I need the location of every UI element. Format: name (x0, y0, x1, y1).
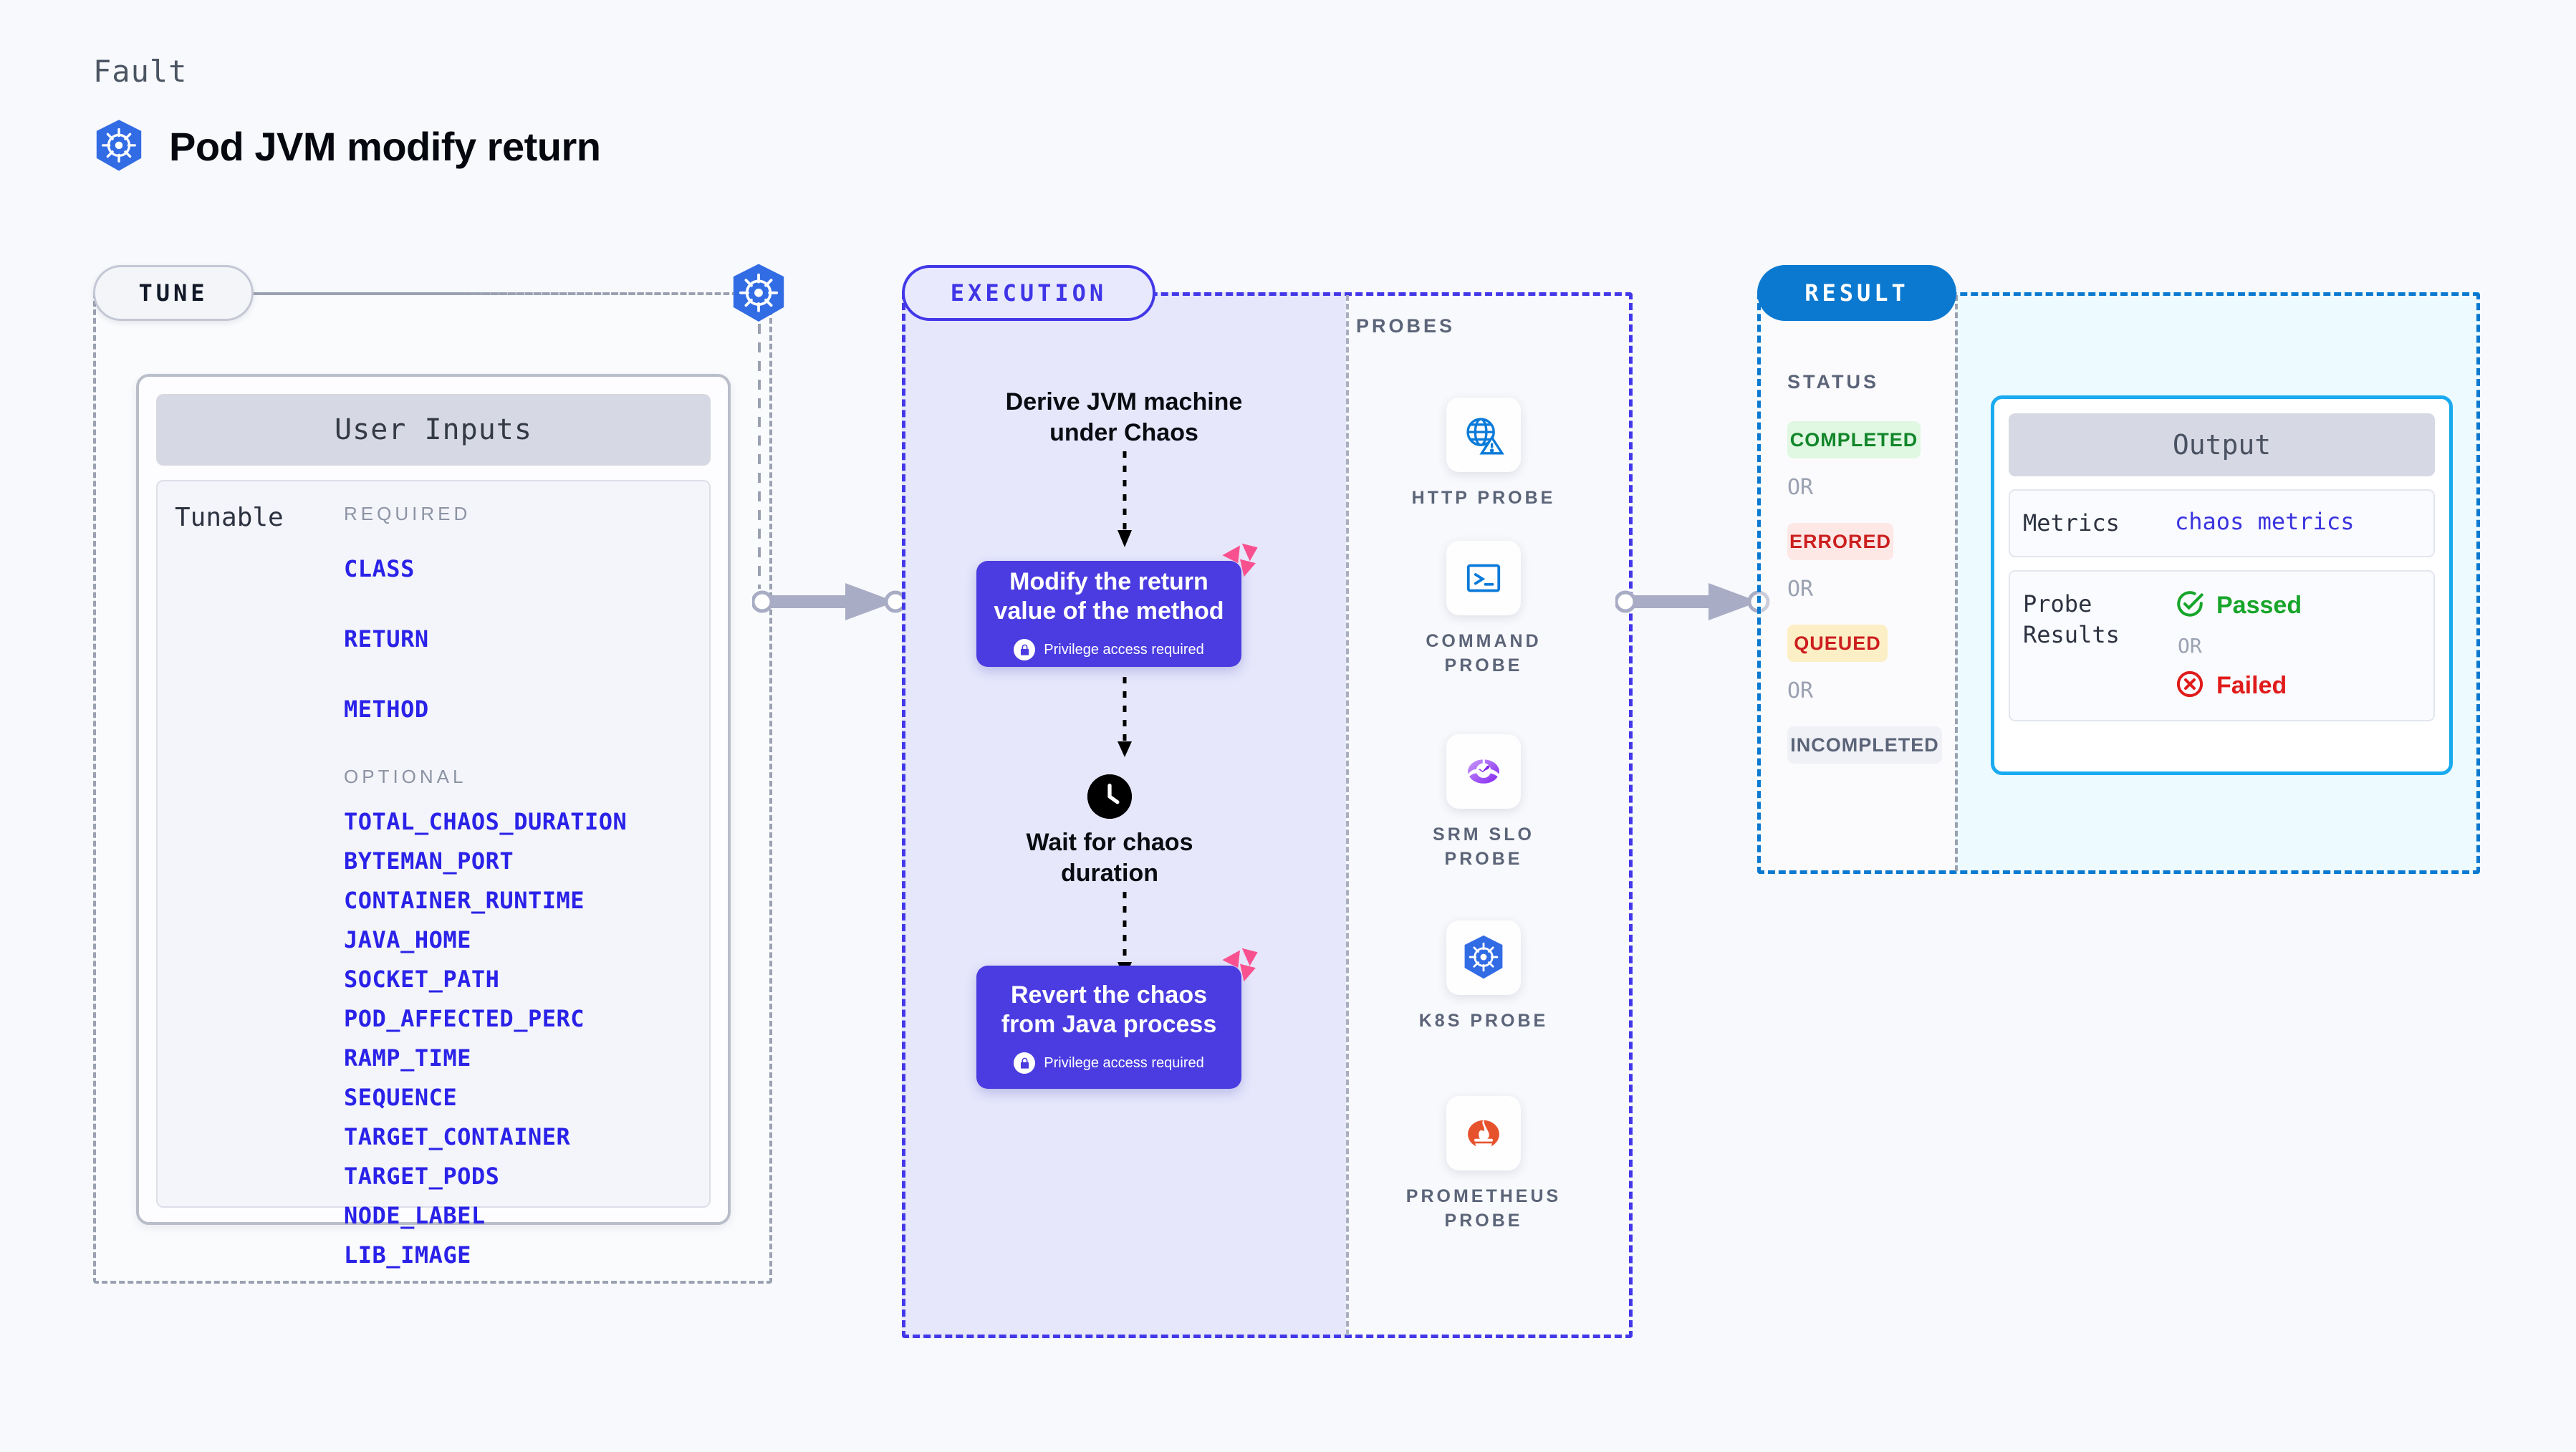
list-item[interactable]: RAMP_TIME (344, 1044, 471, 1072)
arrow-probes-to-result (1615, 583, 1770, 620)
list-item[interactable]: SEQUENCE (344, 1084, 458, 1111)
required-parameter-list: CLASS RETURN METHOD (344, 555, 702, 723)
user-inputs-card: User Inputs Tunable REQUIRED CLASS RETUR… (136, 374, 731, 1269)
or-separator: OR (2178, 634, 2202, 658)
probes-label: PROBES (1356, 315, 1456, 337)
result-status-fill (1757, 292, 1955, 874)
probe-label: SRM SLO PROBE (1433, 824, 1534, 869)
probe-label: PROMETHEUS PROBE (1405, 1186, 1562, 1231)
arrow-down-1 (1118, 451, 1132, 547)
privilege-note-text: Privilege access required (1044, 641, 1204, 658)
required-group-title: REQUIRED (344, 503, 471, 524)
clock-icon (1087, 774, 1132, 819)
output-metrics-key: Metrics (2023, 509, 2120, 537)
terminal-icon (1446, 541, 1521, 615)
tune-top-dashed-line (254, 292, 755, 295)
probe-label: K8S PROBE (1418, 1011, 1549, 1031)
probe-failed-label: Failed (2216, 672, 2287, 700)
output-metrics-value[interactable]: chaos metrics (2175, 508, 2355, 535)
probe-result-passed: Passed (2175, 589, 2302, 622)
privilege-note-text: Privilege access required (1044, 1054, 1204, 1071)
probe-command[interactable]: COMMAND PROBE (1394, 541, 1573, 678)
execution-step-wait: Wait for chaos duration (1026, 829, 1193, 887)
globe-warning-icon (1446, 398, 1521, 472)
list-item[interactable]: CLASS (344, 555, 415, 582)
result-pill[interactable]: RESULT (1757, 265, 1956, 321)
execution-region (902, 292, 1633, 1338)
probe-passed-label: Passed (2216, 592, 2302, 620)
kubernetes-icon (93, 118, 145, 174)
prometheus-icon (1446, 1096, 1521, 1170)
execution-step-revert[interactable]: Revert the chaos from Java process Privi… (976, 948, 1258, 1089)
status-badge-completed: COMPLETED (1787, 421, 1921, 458)
output-probe-key: Probe Results (2023, 590, 2120, 649)
page-eyebrow: Fault (93, 54, 188, 89)
lock-icon (1014, 1052, 1036, 1074)
probe-result-failed: Failed (2175, 669, 2302, 703)
probe-prometheus[interactable]: PROMETHEUS PROBE (1394, 1096, 1573, 1234)
list-item[interactable]: TARGET_PODS (344, 1163, 500, 1190)
chaos-badge-icon (1222, 948, 1258, 982)
user-inputs-title: User Inputs (156, 394, 711, 466)
output-title: Output (2009, 413, 2435, 476)
probe-k8s[interactable]: K8S PROBE (1394, 920, 1573, 1034)
parameters-column: REQUIRED CLASS RETURN METHOD OPTIONAL TO… (344, 503, 709, 1269)
probe-result-values: Passed OR Failed (2175, 589, 2302, 703)
lock-icon (1014, 639, 1036, 661)
probe-srm-slo[interactable]: SRM SLO PROBE (1394, 734, 1573, 872)
execution-step-modify[interactable]: Modify the return value of the method Pr… (976, 543, 1258, 667)
kubernetes-icon (1446, 920, 1521, 995)
list-item[interactable]: BYTEMAN_PORT (344, 847, 514, 875)
x-circle-icon (2175, 669, 2205, 703)
probes-divider (1346, 295, 1349, 1335)
list-item[interactable]: CONTAINER_RUNTIME (344, 887, 585, 914)
output-metrics-row: Metrics chaos metrics (2009, 489, 2435, 558)
tune-node-stem (758, 324, 761, 589)
step-title: Revert the chaos from Java process (1001, 981, 1217, 1038)
probe-label: COMMAND PROBE (1426, 631, 1542, 675)
result-region (1757, 292, 2480, 874)
srm-slo-icon (1446, 734, 1521, 809)
or-separator: OR (1787, 577, 1814, 602)
or-separator: OR (1787, 678, 1814, 703)
privilege-note: Privilege access required (1014, 1052, 1204, 1074)
optional-parameter-list: TOTAL_CHAOS_DURATION BYTEMAN_PORT CONTAI… (344, 808, 702, 1269)
tune-pill[interactable]: TUNE (93, 265, 254, 321)
step-title: Modify the return value of the method (994, 567, 1224, 625)
check-circle-icon (2175, 589, 2205, 622)
optional-group-title: OPTIONAL (344, 766, 467, 787)
execution-pill[interactable]: EXECUTION (902, 265, 1155, 321)
list-item[interactable]: JAVA_HOME (344, 926, 471, 953)
tunable-label: Tunable (175, 503, 284, 532)
list-item[interactable]: RETURN (344, 625, 429, 653)
arrow-tune-to-execution (752, 583, 907, 620)
probe-label: HTTP PROBE (1411, 488, 1556, 508)
user-inputs-body: Tunable REQUIRED CLASS RETURN METHOD OPT… (156, 480, 711, 1269)
list-item[interactable]: TOTAL_CHAOS_DURATION (344, 808, 628, 835)
list-item[interactable]: SOCKET_PATH (344, 966, 500, 993)
status-badge-errored: ERRORED (1787, 523, 1893, 560)
list-item[interactable]: TARGET_CONTAINER (344, 1123, 571, 1150)
result-divider (1955, 295, 1958, 871)
kubernetes-icon (729, 262, 788, 325)
list-item[interactable]: POD_AFFECTED_PERC (344, 1005, 585, 1032)
or-separator: OR (1787, 475, 1814, 500)
execution-step-derive: Derive JVM machine under Chaos (1005, 388, 1243, 446)
chaos-badge-icon (1222, 543, 1258, 577)
status-badge-queued: QUEUED (1787, 625, 1888, 662)
arrow-down-2 (1118, 677, 1132, 757)
page-title: Pod JVM modify return (169, 123, 601, 169)
page-title-row: Pod JVM modify return (93, 118, 601, 174)
list-item[interactable]: LIB_IMAGE (344, 1241, 471, 1269)
probe-http[interactable]: HTTP PROBE (1394, 398, 1573, 511)
privilege-note: Privilege access required (1014, 639, 1204, 661)
output-card: Output Metrics chaos metrics Probe Resul… (1991, 395, 2453, 775)
list-item[interactable]: NODE_LABEL (344, 1202, 486, 1229)
status-badge-incompleted: INCOMPLETED (1787, 726, 1942, 764)
status-label: STATUS (1787, 371, 1879, 393)
list-item[interactable]: METHOD (344, 696, 429, 723)
output-probe-results-row: Probe Results Passed OR (2009, 570, 2435, 722)
